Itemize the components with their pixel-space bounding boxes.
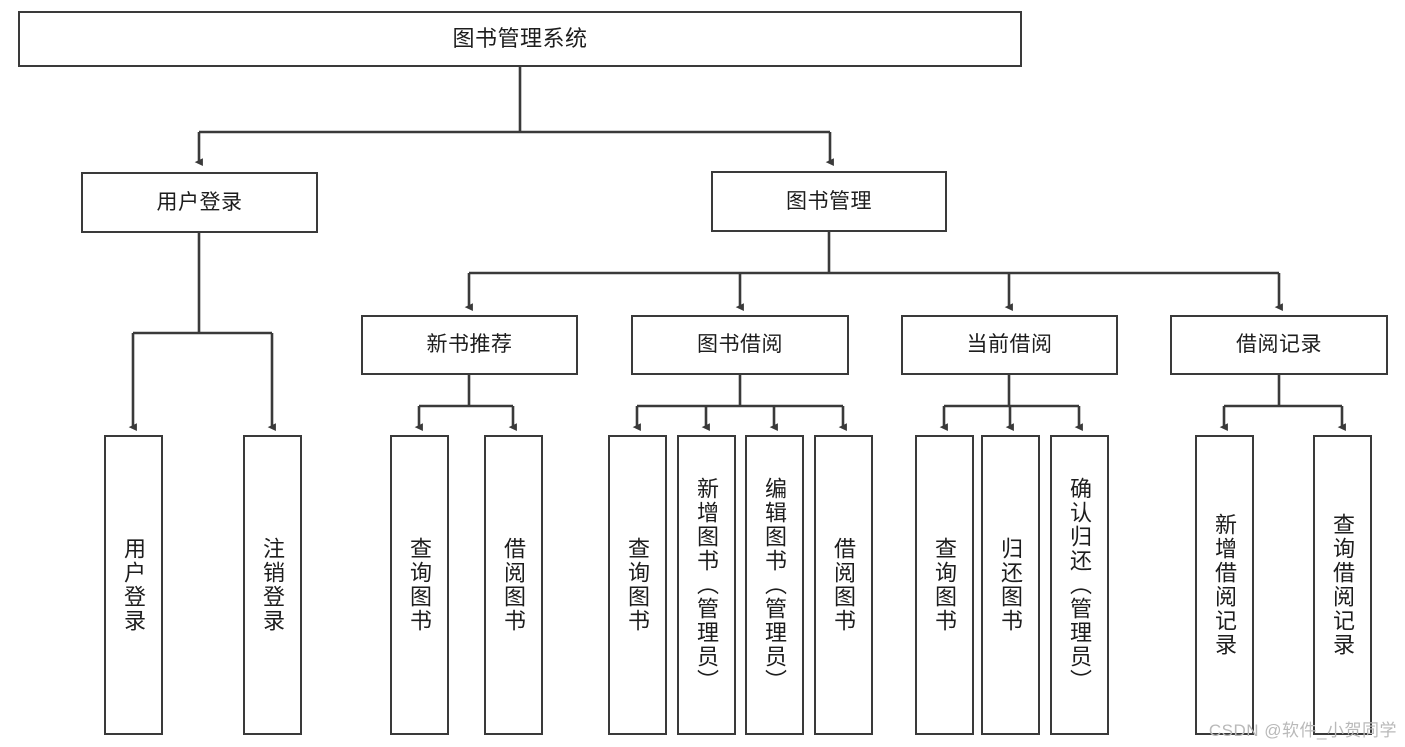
node-leaf-borrow-book-1[interactable]: 借阅图书 <box>484 435 543 735</box>
watermark-text: CSDN @软件_小贺同学 <box>1208 721 1397 740</box>
node-leaf-add-book[interactable]: 新增图书（管理员） <box>677 435 736 735</box>
node-label: 查询图书 <box>932 537 958 633</box>
node-label: 用户登录 <box>121 537 147 633</box>
node-leaf-query-book-3[interactable]: 查询图书 <box>915 435 974 735</box>
node-leaf-return-book[interactable]: 归还图书 <box>981 435 1040 735</box>
node-label: 查询借阅记录 <box>1330 513 1356 657</box>
node-label: 图书管理 <box>786 189 872 213</box>
node-leaf-edit-book[interactable]: 编辑图书（管理员） <box>745 435 804 735</box>
node-book-manage[interactable]: 图书管理 <box>711 171 947 232</box>
node-leaf-query-book-2[interactable]: 查询图书 <box>608 435 667 735</box>
node-label: 借阅记录 <box>1236 333 1322 357</box>
node-label: 新增借阅记录 <box>1212 513 1238 657</box>
node-label: 确认归还（管理员） <box>1067 477 1093 693</box>
node-label: 编辑图书（管理员） <box>762 477 788 693</box>
node-label: 新增图书（管理员） <box>694 477 720 693</box>
node-borrow-record[interactable]: 借阅记录 <box>1170 315 1388 375</box>
node-label: 借阅图书 <box>501 537 527 633</box>
node-book-borrow[interactable]: 图书借阅 <box>631 315 849 375</box>
node-leaf-add-record[interactable]: 新增借阅记录 <box>1195 435 1254 735</box>
node-label: 查询图书 <box>625 537 651 633</box>
node-label: 新书推荐 <box>426 333 513 357</box>
node-label: 归还图书 <box>998 537 1024 633</box>
node-leaf-query-book-1[interactable]: 查询图书 <box>390 435 449 735</box>
node-label: 用户登录 <box>156 190 243 214</box>
node-new-book-recommend[interactable]: 新书推荐 <box>361 315 578 375</box>
node-leaf-logout[interactable]: 注销登录 <box>243 435 302 735</box>
node-user-login[interactable]: 用户登录 <box>81 172 318 233</box>
node-label: 当前借阅 <box>966 333 1053 357</box>
node-root[interactable]: 图书管理系统 <box>18 11 1022 67</box>
node-label: 注销登录 <box>260 537 286 633</box>
node-label: 图书借阅 <box>697 333 783 357</box>
node-leaf-user-login[interactable]: 用户登录 <box>104 435 163 735</box>
node-leaf-query-record[interactable]: 查询借阅记录 <box>1313 435 1372 735</box>
node-label: 图书管理系统 <box>452 25 588 51</box>
node-leaf-confirm-return[interactable]: 确认归还（管理员） <box>1050 435 1109 735</box>
node-current-borrow[interactable]: 当前借阅 <box>901 315 1118 375</box>
node-leaf-borrow-book-2[interactable]: 借阅图书 <box>814 435 873 735</box>
node-label: 查询图书 <box>407 537 433 633</box>
node-label: 借阅图书 <box>831 537 857 633</box>
